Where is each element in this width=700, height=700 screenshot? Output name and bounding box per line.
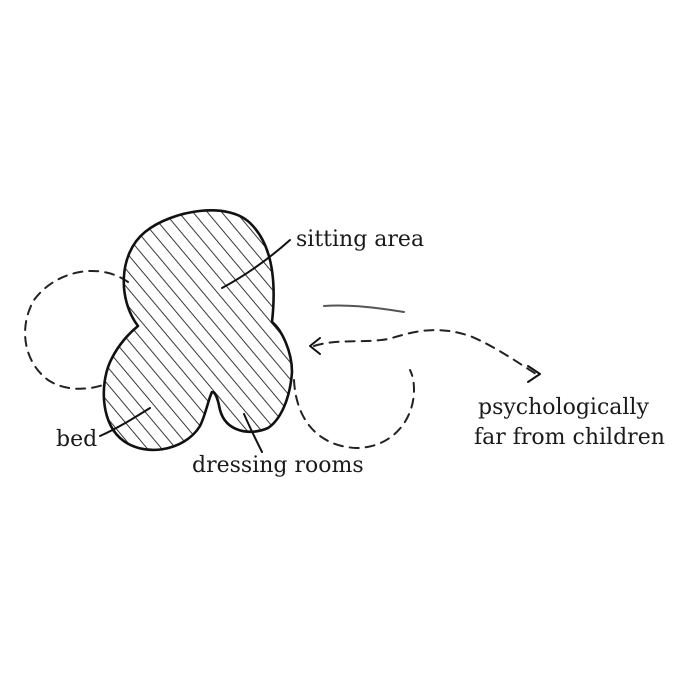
bed-label: bed [56,427,97,452]
barrier-stroke [323,304,405,313]
far-from-children-label: far from children [474,425,665,450]
dressing-rooms-leader [243,413,263,453]
psychologically-label: psychologically [478,395,649,420]
bed-leader [99,407,151,437]
bedroom-cluster-outline [102,209,294,452]
arrowhead-right [527,365,541,383]
sitting-area-label: sitting area [296,227,424,252]
sitting-area-leader [221,239,291,289]
left-dashed-loop [24,270,129,390]
arrowhead-left [309,337,321,355]
dashed-route-right-lower [293,369,416,450]
dressing-rooms-label: dressing rooms [192,453,364,478]
dashed-route-right-upper [313,329,537,375]
